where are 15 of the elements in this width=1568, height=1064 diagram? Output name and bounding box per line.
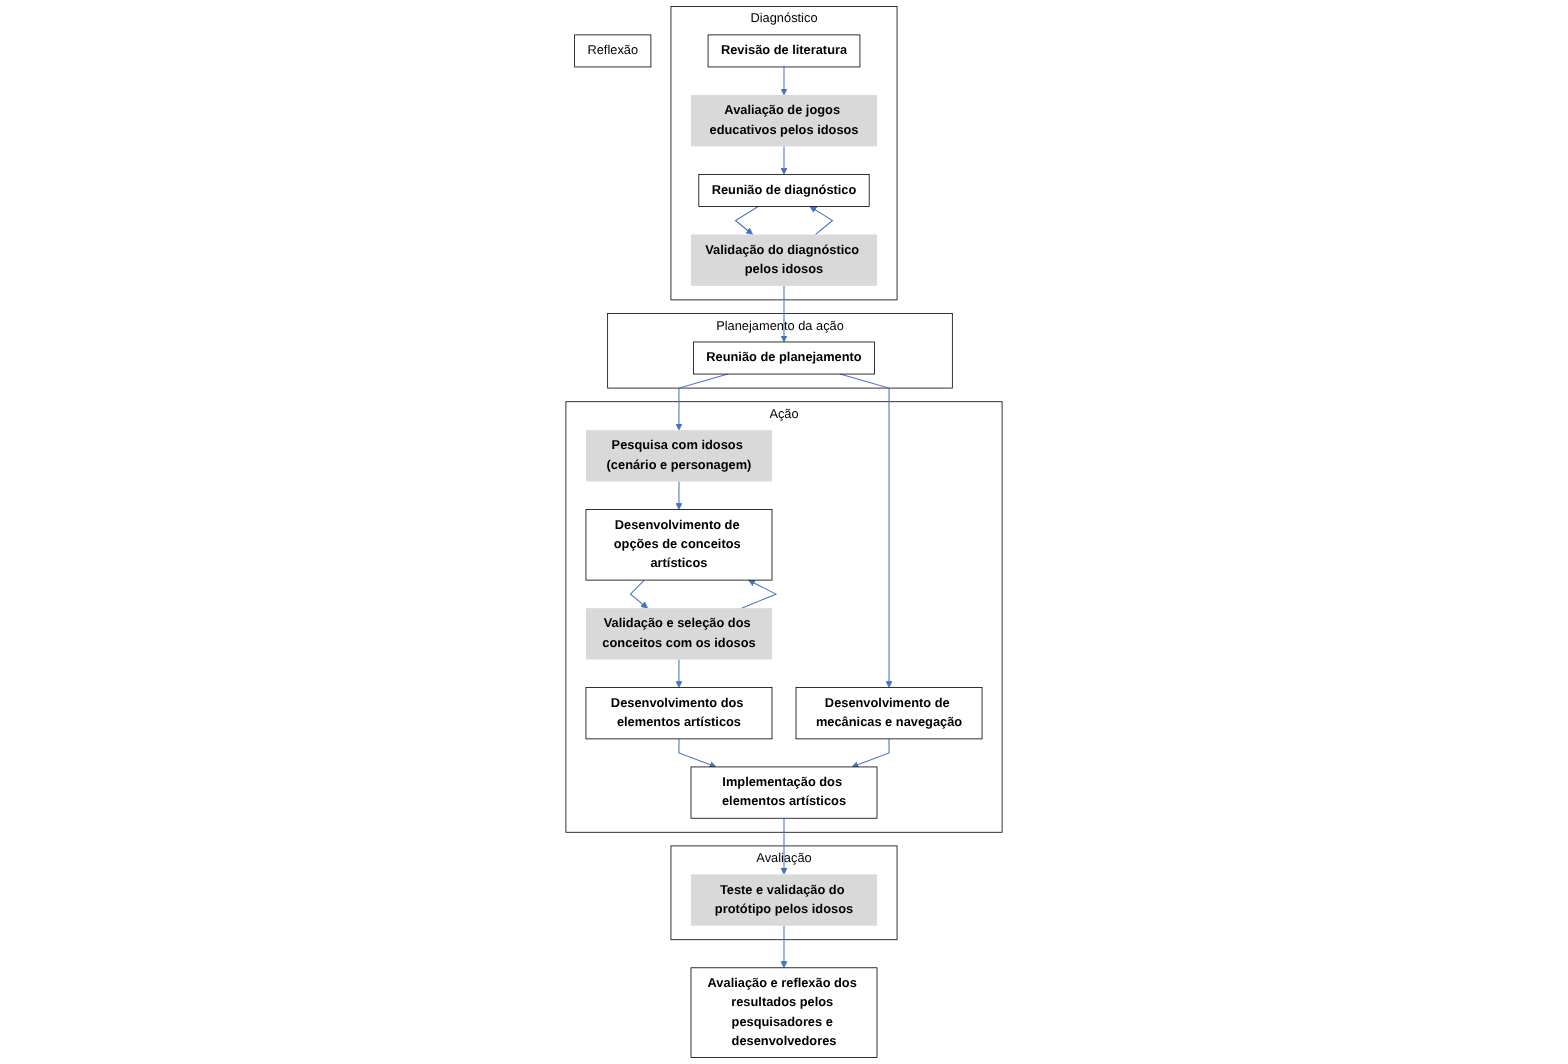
arrow — [780, 817, 788, 875]
arrow — [780, 145, 788, 175]
arrow — [851, 738, 890, 768]
arrow — [780, 925, 788, 969]
arrow — [809, 206, 834, 236]
arrow — [780, 66, 788, 96]
arrow — [675, 480, 683, 510]
arrow — [734, 205, 759, 235]
arrow — [675, 658, 683, 688]
arrow — [675, 373, 729, 431]
arrow — [678, 738, 717, 768]
arrow — [780, 285, 788, 343]
arrow — [629, 579, 648, 609]
arrow — [741, 579, 778, 609]
arrow — [839, 373, 893, 688]
